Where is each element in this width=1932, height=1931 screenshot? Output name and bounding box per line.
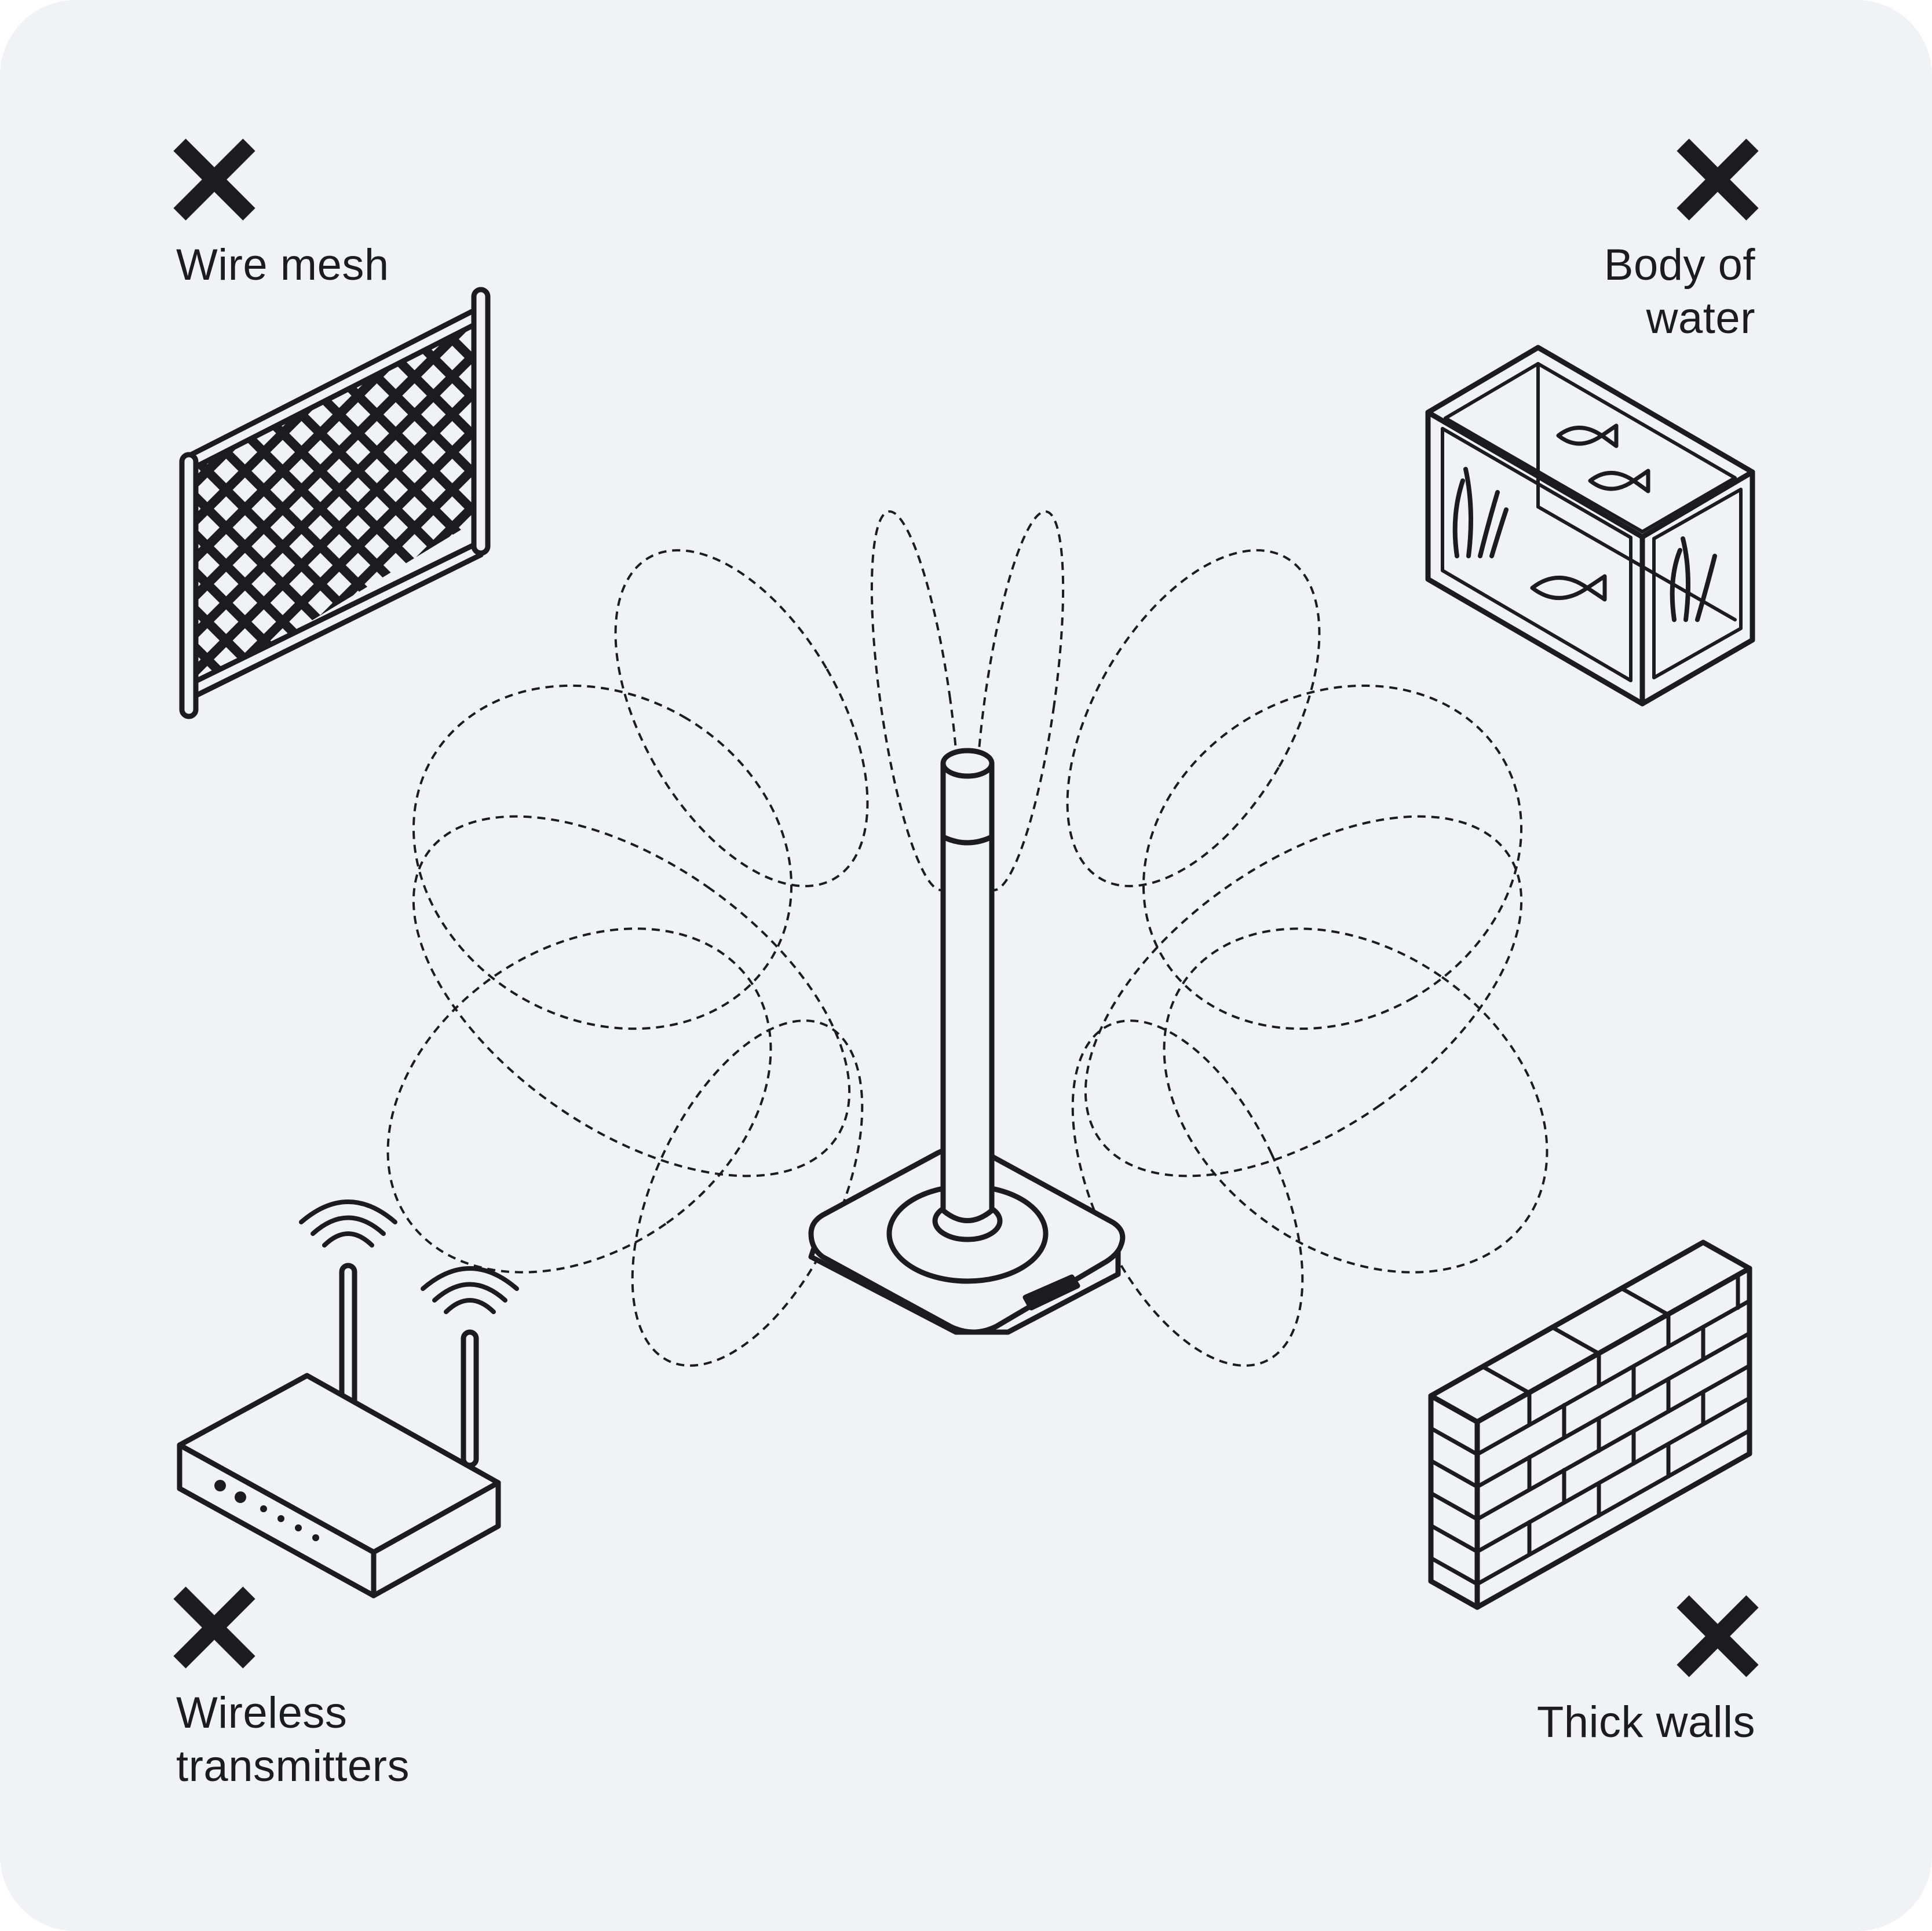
wire-mesh-icon [179, 287, 491, 719]
label-line: Thick walls [1536, 1698, 1755, 1747]
mesh-post-right [471, 287, 491, 556]
x-icon [173, 138, 255, 221]
wifi-signal-icon [299, 1199, 519, 1314]
x-icon [1677, 1595, 1759, 1677]
radiation-lobe [614, 549, 869, 887]
mesh-fill [194, 324, 475, 692]
label-line: Wire mesh [176, 240, 389, 290]
radiation-lobe [1071, 1019, 1304, 1367]
brick-wall-icon [1428, 1239, 1752, 1610]
label-wireless-transmitters: Wireless transmitters [176, 1687, 410, 1793]
radiation-lobe [386, 927, 772, 1274]
antenna-cap-band [940, 834, 995, 846]
label-line: water [1646, 294, 1755, 343]
tank-side-inner [1652, 488, 1743, 679]
antenna-top [940, 748, 995, 779]
tank-front-inner [1441, 427, 1632, 682]
radiation-lobe [412, 815, 851, 1177]
router-side [371, 1480, 501, 1599]
x-icon [173, 1586, 255, 1669]
label-line: transmitters [176, 1742, 410, 1791]
label-thick-walls: Thick walls [1537, 1696, 1755, 1749]
router-antenna-left [339, 1263, 357, 1413]
label-line: Wireless [176, 1688, 348, 1738]
aquarium-icon [1425, 345, 1755, 707]
tank-top-inner [1444, 362, 1737, 533]
radiation-lobe [412, 684, 793, 1030]
radiation-lobe [1084, 815, 1523, 1177]
mesh-post-left [179, 452, 199, 719]
wall-top-joints [1481, 1286, 1671, 1395]
antenna-mast [940, 760, 995, 1223]
fish-icon [1530, 423, 1650, 602]
wall-courses [1429, 1273, 1752, 1586]
router-antenna-right [461, 1329, 479, 1468]
label-wire-mesh: Wire mesh [176, 239, 389, 292]
router-lights [214, 1480, 319, 1541]
seaweed-icon [1452, 467, 1717, 622]
antenna-tower-icon [808, 748, 1126, 1335]
wifi-router-icon [177, 1199, 519, 1599]
radiation-lobe [1066, 549, 1321, 887]
antenna-port [1022, 1274, 1080, 1311]
radiation-lobe [1163, 927, 1548, 1274]
label-line: Body of [1604, 240, 1755, 290]
wall-side [1428, 1393, 1480, 1610]
x-icon [1677, 138, 1759, 221]
radiation-lobe [1142, 684, 1523, 1030]
label-body-of-water: Body of water [1604, 239, 1755, 345]
